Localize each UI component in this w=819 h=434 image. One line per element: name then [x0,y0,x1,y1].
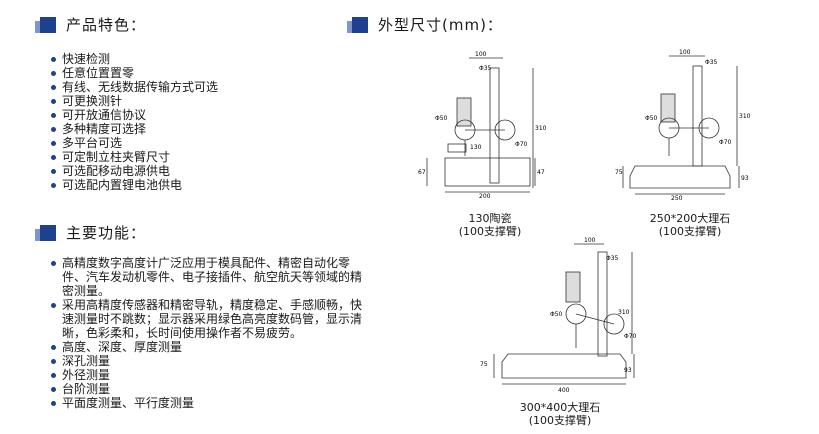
model-3-drawing: 100 Φ35 Φ50 310 Φ70 75 93 400 [480,237,637,394]
caption-line: 300*400大理石 [519,401,601,414]
functions-list: 高精度数字高度计广泛应用于模具配件、精密自动化零件、汽车发动机零件、电子接插件、… [50,256,368,410]
list-item: 有线、无线数据传输方式可选 [50,80,320,94]
dim-label: 310 [739,113,751,120]
list-item: 任意位置置零 [50,66,320,80]
caption-line: (100支撑臂) [458,225,522,238]
list-item: 可选配内置锂电池供电 [50,178,320,192]
caption-line: 250*200大理石 [649,212,731,225]
dim-label: Φ70 [624,333,637,340]
dim-label: Φ50 [645,115,658,122]
dim-label: 93 [624,367,632,374]
list-item: 高精度数字高度计广泛应用于模具配件、精密自动化零件、汽车发动机零件、电子接插件、… [50,256,368,298]
caption-line: (100支撑臂) [528,414,592,427]
functions-heading: 主要功能： [35,222,147,243]
section-square-icon [35,224,56,241]
model-1-drawing: 100 Φ35 Φ50 310 Φ70 130 67 47 200 [418,51,547,200]
dim-label: Φ35 [479,65,492,72]
model-3-caption: 300*400大理石 (100支撑臂) [500,401,620,427]
dim-label: 100 [584,237,596,244]
features-heading: 产品特色： [35,14,147,35]
list-item: 深孔测量 [50,354,368,368]
list-item: 可选配移动电源供电 [50,164,320,178]
dim-label: Φ50 [435,115,448,122]
dimensions-title: 外型尺寸(mm)： [378,16,503,34]
dim-label: 100 [679,49,691,56]
dim-label: 75 [615,169,623,176]
list-item: 可更换测针 [50,94,320,108]
dim-label: 100 [475,51,487,58]
dim-label: 200 [479,193,491,200]
list-item: 可定制立柱夹臂尺寸 [50,150,320,164]
dimensions-heading: 外型尺寸(mm)： [347,14,503,35]
section-square-icon [35,16,56,33]
list-item: 采用高精度传感器和精密导轨，精度稳定、手感顺畅，快速测量时不跳数；显示器采用绿色… [50,298,368,340]
model-1-caption: 130陶瓷 (100支撑臂) [440,212,540,238]
features-list: 快速检测任意位置置零有线、无线数据传输方式可选可更换测针可开放通信协议多种精度可… [50,52,320,192]
functions-title: 主要功能： [66,224,147,242]
list-item: 高度、深度、厚度测量 [50,340,368,354]
list-item: 可开放通信协议 [50,108,320,122]
dim-label: 75 [480,361,488,368]
dim-label: 400 [558,387,570,394]
dim-label: 130 [470,144,482,151]
dim-label: Φ50 [550,311,563,318]
list-item: 台阶测量 [50,382,368,396]
dim-label: 310 [535,125,547,132]
dim-label: Φ35 [606,255,619,262]
dim-label: 47 [537,169,545,176]
list-item: 多平台可选 [50,136,320,150]
dim-label: Φ35 [705,59,718,66]
model-2-drawing: 100 Φ35 Φ50 310 Φ70 75 93 250 [615,49,751,202]
caption-line: 130陶瓷 [468,212,512,225]
dim-label: 93 [741,175,749,182]
dim-label: Φ70 [719,139,732,146]
dim-label: 250 [671,195,683,202]
list-item: 外径测量 [50,368,368,382]
list-item: 多种精度可选择 [50,122,320,136]
list-item: 平面度测量、平行度测量 [50,396,368,410]
dim-label: Φ70 [515,141,528,148]
dim-label: 67 [418,169,426,176]
caption-line: (100支撑臂) [658,225,722,238]
dim-label: 310 [618,309,630,316]
list-item: 快速检测 [50,52,320,66]
features-title: 产品特色： [66,16,147,34]
section-square-icon [347,16,368,33]
model-2-caption: 250*200大理石 (100支撑臂) [630,212,750,238]
